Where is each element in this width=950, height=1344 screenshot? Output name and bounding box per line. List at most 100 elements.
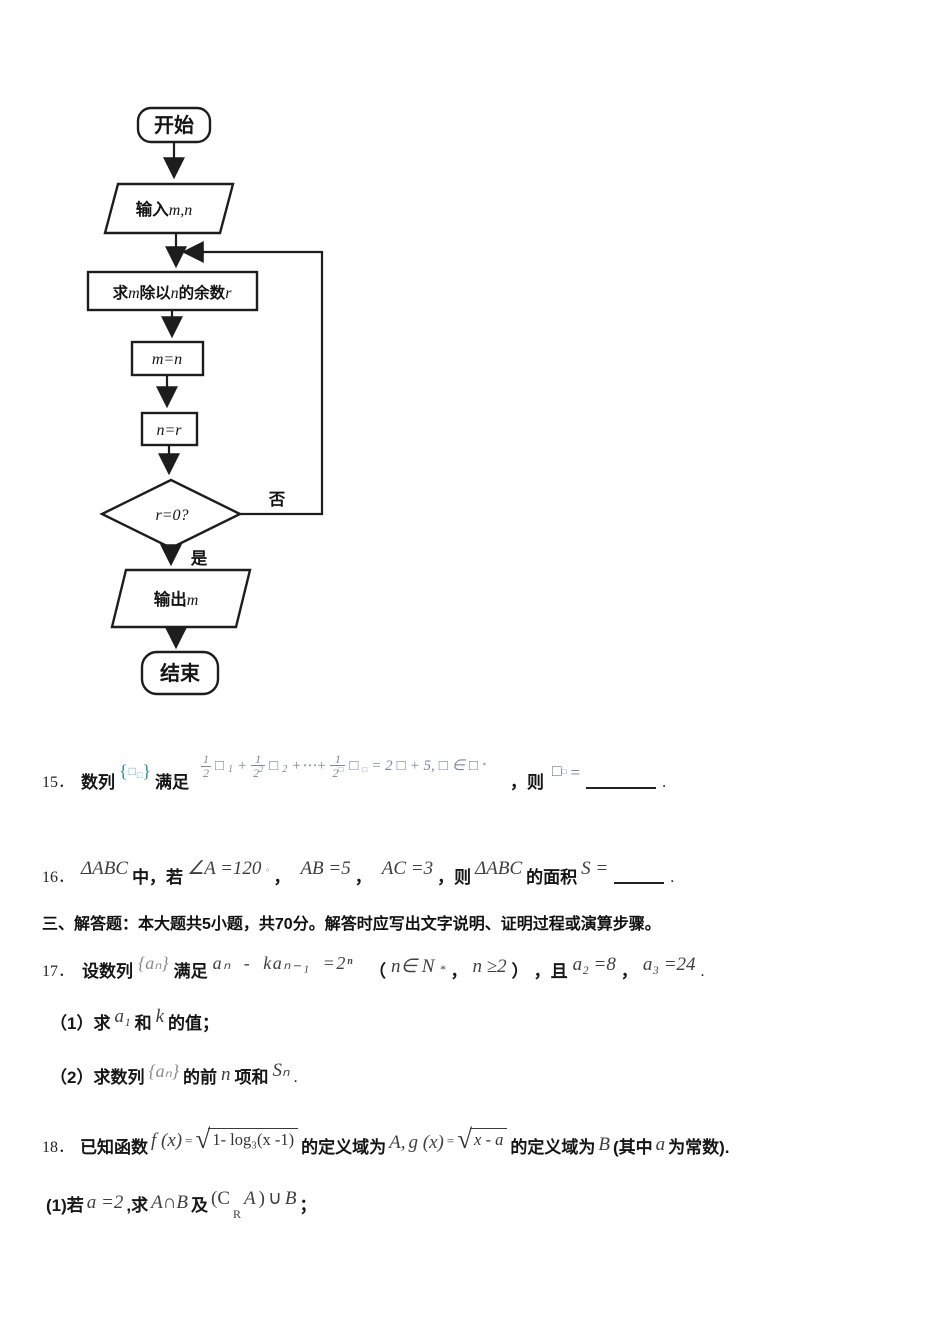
sequence-a-n: {aₙ} bbox=[148, 1061, 180, 1081]
constant-text: 为常数). bbox=[668, 1137, 730, 1157]
and-text: ，且 bbox=[533, 961, 568, 981]
radical-1: √1- log₃(x -1) bbox=[195, 1123, 299, 1154]
question-17-part-1: （1）求 a₁ 和 k 的值； bbox=[50, 1004, 219, 1034]
radical-2: √x - a bbox=[457, 1125, 508, 1152]
subscript: 1 bbox=[228, 764, 234, 776]
question-17-number: 17． bbox=[42, 963, 75, 980]
a-equals-2: a =2 bbox=[86, 1192, 124, 1213]
k-symbol: k bbox=[155, 1006, 165, 1027]
equals: = 2 bbox=[371, 757, 393, 774]
denominator: 2 bbox=[200, 765, 211, 780]
flowchart: 开始 输入m,n 求m除以n的余数r m=n n=r r=0? 否 是 输出m … bbox=[86, 106, 324, 696]
comma: ， bbox=[354, 867, 372, 887]
question-17-part-2: （2）求数列 {aₙ} 的前 n 项和 Sₙ . bbox=[50, 1050, 301, 1088]
part-1-lead: (1)若 bbox=[46, 1195, 84, 1215]
area-s-equals: S = bbox=[581, 858, 609, 879]
question-18-lead: 已知函数 bbox=[80, 1137, 149, 1157]
question-15-number: 15． bbox=[42, 774, 75, 791]
den-exponent: 2 bbox=[259, 765, 264, 775]
question-16-text: 中，若 bbox=[132, 867, 184, 887]
start-label: 开始 bbox=[154, 113, 194, 137]
side-ac: AC =3 bbox=[381, 858, 434, 879]
decision-label: r=0? bbox=[155, 507, 188, 524]
recurrence-formula: aₙ - kaₙ₋₁ =2ⁿ bbox=[212, 953, 354, 973]
subscript: 2 bbox=[282, 764, 288, 776]
den-exponent-box: □ bbox=[338, 765, 344, 775]
domain-text: 的定义域为 bbox=[510, 1137, 596, 1157]
process-var-r: r bbox=[225, 285, 232, 302]
a3-value: a₃ =24 bbox=[642, 954, 696, 975]
process-label: 求m除以n的余数r bbox=[113, 283, 233, 302]
part-1-lead: （1）求 bbox=[50, 1013, 111, 1033]
numerator: 1 bbox=[334, 751, 341, 766]
no-label: 否 bbox=[268, 490, 286, 509]
missing-char-box-sub: □ bbox=[136, 769, 143, 780]
output-node bbox=[110, 568, 252, 629]
n-symbol: n bbox=[221, 1064, 231, 1085]
period: . bbox=[293, 1069, 298, 1086]
den-base: 2 bbox=[253, 766, 260, 781]
area-text: 的面积 bbox=[526, 867, 578, 887]
period: . bbox=[700, 963, 705, 980]
input-label-cn: 输入 bbox=[136, 199, 170, 219]
radicand: x - a bbox=[470, 1127, 508, 1149]
satisfy-text: 满足 bbox=[173, 961, 208, 981]
brace-close: } bbox=[142, 761, 151, 781]
output-label-var: m bbox=[187, 592, 199, 609]
complement-open: (C bbox=[211, 1188, 231, 1209]
set-b: B bbox=[284, 1188, 297, 1209]
and-text: 和 bbox=[134, 1013, 152, 1033]
brace-open: { bbox=[119, 761, 128, 781]
period: . bbox=[670, 869, 675, 886]
superscript-star: * bbox=[439, 962, 446, 976]
subscript-r: R bbox=[233, 1207, 242, 1221]
angle-value: ∠A =120 bbox=[187, 858, 262, 879]
assign-n-label: n=r bbox=[156, 422, 182, 439]
a-intersect-b: A∩B bbox=[151, 1192, 189, 1213]
a-constant: a bbox=[655, 1134, 666, 1155]
assign-m-label: m=n bbox=[152, 351, 182, 368]
union-sign: ∪ bbox=[267, 1188, 282, 1209]
paren-open: （ bbox=[369, 961, 386, 981]
sequence-notation: {□□} bbox=[119, 762, 151, 780]
complement-close: ) bbox=[258, 1188, 265, 1209]
part-2-text2: 项和 bbox=[234, 1067, 269, 1087]
missing-char-box: □ bbox=[214, 757, 225, 774]
input-label-vars: m,n bbox=[169, 202, 193, 219]
equals: = bbox=[570, 763, 581, 782]
set-a: A, bbox=[389, 1132, 406, 1153]
question-18: 18． 已知函数 f (x) = √1- log₃(x -1) 的定义域为 A,… bbox=[42, 1112, 730, 1158]
plus-five: + 5, bbox=[409, 757, 435, 774]
output-label: 输出m bbox=[154, 589, 199, 609]
equals: = bbox=[446, 1133, 455, 1148]
loop-back-edge bbox=[181, 241, 324, 516]
then-text: ，则 bbox=[437, 867, 472, 887]
find-text: ,求 bbox=[126, 1195, 149, 1215]
question-15-then: ，则 bbox=[510, 772, 544, 792]
domain-text: 的定义域为 bbox=[301, 1137, 387, 1157]
missing-char-box: □ bbox=[552, 763, 562, 780]
numerator: 1 bbox=[255, 751, 262, 766]
den-base: 2 bbox=[332, 766, 339, 781]
triangle-abc: ΔABC bbox=[81, 858, 129, 879]
question-15-lead: 数列 bbox=[81, 772, 116, 792]
comma: ， bbox=[620, 961, 638, 981]
paren-close: ） bbox=[511, 961, 529, 981]
missing-char-box: □ bbox=[349, 757, 359, 774]
process-t3: 的余数 bbox=[179, 283, 226, 302]
period: . bbox=[662, 774, 667, 791]
radical-sign: √ bbox=[195, 1123, 211, 1154]
process-var-m: m bbox=[128, 285, 140, 302]
f-of-x: f (x) bbox=[151, 1130, 183, 1151]
process-t2: 除以 bbox=[140, 283, 172, 302]
question-17: 17． 设数列 {aₙ} 满足 aₙ - kaₙ₋₁ =2ⁿ （ n∈ N* ，… bbox=[42, 940, 708, 982]
input-node bbox=[103, 182, 235, 235]
input-label: 输入m,n bbox=[136, 199, 193, 219]
degree-sign: ° bbox=[265, 868, 270, 879]
sequence-a-n: {aₙ} bbox=[138, 953, 169, 973]
question-18-number: 18． bbox=[42, 1139, 75, 1156]
answer-blank bbox=[614, 881, 665, 884]
